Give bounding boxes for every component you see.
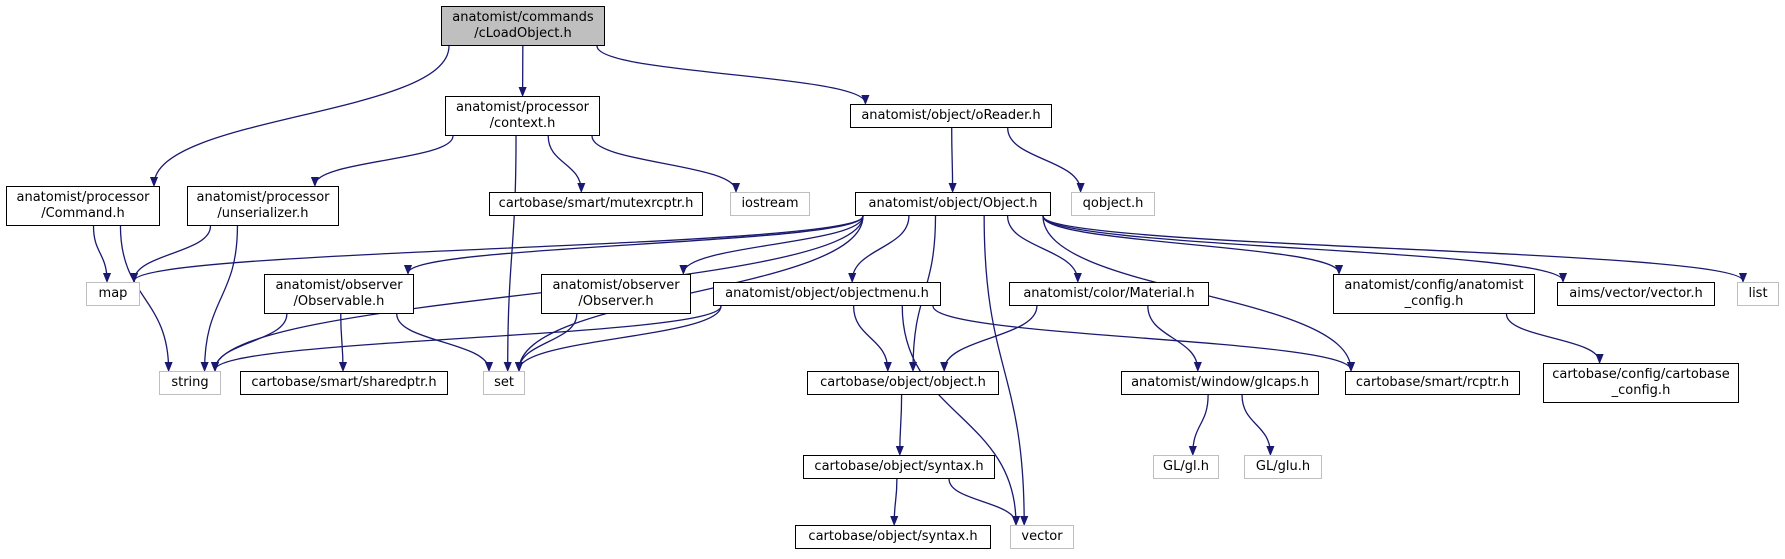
node-window-glcaps-h[interactable]: anatomist/window/glcaps.h xyxy=(1121,371,1319,395)
node-aims-vector-h[interactable]: aims/vector/vector.h xyxy=(1557,282,1715,306)
edge-object-to-map xyxy=(134,215,864,281)
node-set: set xyxy=(483,371,525,395)
edge-objectmenu-to-set xyxy=(519,305,722,370)
edge-observable-to-string xyxy=(215,313,288,370)
edge-context-to-unserializer xyxy=(315,135,454,185)
edge-object-to-objectmenu xyxy=(852,215,910,281)
node-processor-unserializer-h[interactable]: anatomist/processor /unserializer.h xyxy=(187,186,339,226)
edge-object-to-vector xyxy=(983,215,1024,524)
edge-root-to-oreader xyxy=(596,45,865,103)
node-processor-command-h[interactable]: anatomist/processor /Command.h xyxy=(6,186,160,226)
node-cartobase-config-h[interactable]: cartobase/config/cartobase _config.h xyxy=(1543,363,1739,403)
edge-unserializer-to-map xyxy=(134,225,212,281)
node-list: list xyxy=(1737,282,1779,306)
edge-anaconfig-to-cbconfig xyxy=(1505,313,1599,362)
node-glu-h: GL/glu.h xyxy=(1244,455,1322,479)
edge-objectmenu-to-rcptr xyxy=(932,305,1351,370)
edge-command-to-string xyxy=(119,225,168,370)
edge-object-to-list xyxy=(1042,215,1743,281)
edge-objectmenu-to-cbobject xyxy=(852,305,888,370)
edge-object-to-material xyxy=(1006,215,1078,281)
edge-objectmenu-to-string xyxy=(215,305,722,370)
edge-syntax-to-syntax2 xyxy=(894,478,897,524)
edge-object-to-observer xyxy=(683,215,864,273)
edge-oreader-to-object xyxy=(952,127,953,191)
node-observer-observable-h[interactable]: anatomist/observer /Observable.h xyxy=(264,274,414,314)
edge-object-to-set xyxy=(519,215,864,370)
node-smart-mutexrcptr-h[interactable]: cartobase/smart/mutexrcptr.h xyxy=(489,192,703,216)
edge-object-to-aimsvector xyxy=(1042,215,1563,281)
edge-command-to-map xyxy=(92,225,108,281)
edge-objectmenu-to-vector xyxy=(901,305,1016,524)
node-object-syntax-h-leaf[interactable]: cartobase/object/syntax.h xyxy=(795,525,991,549)
node-smart-rcptr-h[interactable]: cartobase/smart/rcptr.h xyxy=(1345,371,1520,395)
edge-glcaps-to-glu xyxy=(1241,394,1270,454)
edge-root-to-command xyxy=(154,45,450,185)
edge-observer-to-set xyxy=(519,313,578,370)
node-object-oreader-h[interactable]: anatomist/object/oReader.h xyxy=(850,104,1052,128)
edge-glcaps-to-gl xyxy=(1193,394,1209,454)
edge-context-to-mutexrcptr xyxy=(547,135,581,191)
node-processor-context-h[interactable]: anatomist/processor /context.h xyxy=(445,96,600,136)
edge-context-to-iostream xyxy=(591,135,736,191)
node-cartobase-object-h[interactable]: cartobase/object/object.h xyxy=(807,371,999,395)
node-color-material-h[interactable]: anatomist/color/Material.h xyxy=(1009,282,1209,306)
edge-material-to-cbobject xyxy=(944,305,1038,370)
edge-observable-to-sharedptr xyxy=(341,313,343,370)
edge-cbobject-to-syntax xyxy=(900,394,902,454)
edge-unserializer-to-string xyxy=(205,225,239,370)
edge-material-to-glcaps xyxy=(1147,305,1198,370)
edge-observable-to-set xyxy=(396,313,489,370)
edge-syntax-to-vector xyxy=(948,478,1016,524)
node-gl-h: GL/gl.h xyxy=(1153,455,1219,479)
edge-object-to-observable xyxy=(408,215,864,273)
node-smart-sharedptr-h[interactable]: cartobase/smart/sharedptr.h xyxy=(240,371,448,395)
node-object-syntax-h[interactable]: cartobase/object/syntax.h xyxy=(803,455,995,479)
node-config-anatomist-config-h[interactable]: anatomist/config/anatomist _config.h xyxy=(1333,274,1535,314)
edge-oreader-to-qobject xyxy=(1007,127,1081,191)
edge-object-to-anaconfig xyxy=(1042,215,1339,273)
node-observer-observer-h[interactable]: anatomist/observer /Observer.h xyxy=(541,274,691,314)
node-qobject-h: qobject.h xyxy=(1071,192,1155,216)
node-map: map xyxy=(86,282,140,306)
node-vector: vector xyxy=(1010,525,1074,549)
node-root-cloadobject-h[interactable]: anatomist/commands /cLoadObject.h xyxy=(441,6,605,46)
node-object-object-h[interactable]: anatomist/object/Object.h xyxy=(855,192,1051,216)
node-object-objectmenu-h[interactable]: anatomist/object/objectmenu.h xyxy=(713,282,941,306)
node-string: string xyxy=(159,371,221,395)
node-iostream: iostream xyxy=(730,192,810,216)
